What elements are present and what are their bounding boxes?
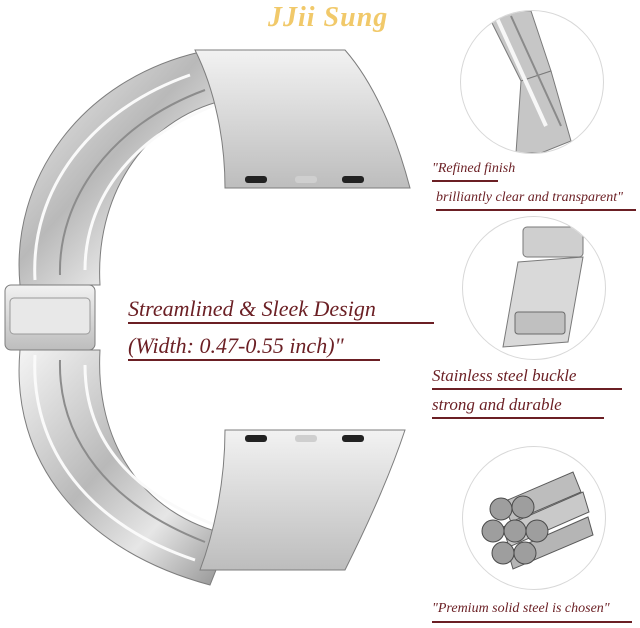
feature-3-line-1: "Premium solid steel is chosen" xyxy=(432,601,610,616)
headline-line-2: (Width: 0.47-0.55 inch)" xyxy=(128,333,344,358)
feature-2-underline xyxy=(432,388,622,390)
watch-band-image xyxy=(4,49,411,586)
refined-finish-image xyxy=(460,10,604,154)
feature-2-underline xyxy=(432,417,604,419)
feature-3-underline xyxy=(432,621,632,623)
feature-2-line-2: strong and durable xyxy=(432,395,562,414)
feature-1-underline xyxy=(436,209,636,211)
headline-underline xyxy=(128,359,380,361)
feature-1-line-2: brilliantly clear and transparent" xyxy=(436,190,623,205)
feature-2-line-1: Stainless steel buckle xyxy=(432,366,577,385)
solid-steel-image xyxy=(462,446,606,590)
feature-1-line-1: "Refined finish xyxy=(432,161,516,176)
headline-line-1: Streamlined & Sleek Design xyxy=(128,296,376,321)
stainless-buckle-image xyxy=(462,216,606,360)
feature-1-underline xyxy=(432,180,498,182)
brand-logo: JJii Sung xyxy=(268,2,389,33)
headline-underline xyxy=(128,322,434,324)
